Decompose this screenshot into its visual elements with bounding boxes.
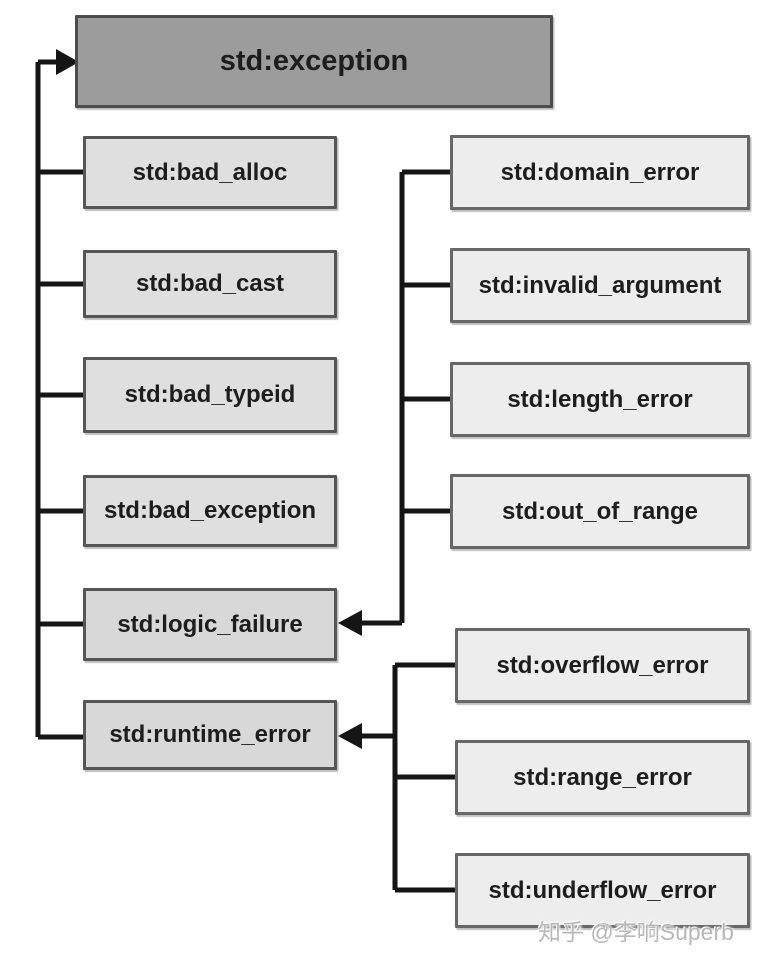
node-std-length-error: std:length_error xyxy=(450,362,750,437)
watermark: 知乎 @李响Superb xyxy=(538,919,734,945)
node-std-overflow-error: std:overflow_error xyxy=(455,628,750,703)
node-std-range-error: std:range_error xyxy=(455,740,750,815)
node-std-exception: std:exception xyxy=(75,15,553,108)
node-std-underflow-error: std:underflow_error xyxy=(455,853,750,928)
node-std-bad-alloc: std:bad_alloc xyxy=(83,136,337,209)
node-std-runtime-error: std:runtime_error xyxy=(83,700,337,770)
arrow-icon xyxy=(338,610,362,636)
node-std-invalid-argument: std:invalid_argument xyxy=(450,248,750,323)
node-std-out-of-range: std:out_of_range xyxy=(450,474,750,549)
arrow-icon xyxy=(338,723,362,749)
node-std-logic-failure: std:logic_failure xyxy=(83,588,337,661)
node-std-bad-typeid: std:bad_typeid xyxy=(83,357,337,433)
node-std-bad-cast: std:bad_cast xyxy=(83,250,337,318)
arrow-icon xyxy=(56,49,79,75)
node-std-bad-exception: std:bad_exception xyxy=(83,475,337,547)
node-std-domain-error: std:domain_error xyxy=(450,135,750,210)
